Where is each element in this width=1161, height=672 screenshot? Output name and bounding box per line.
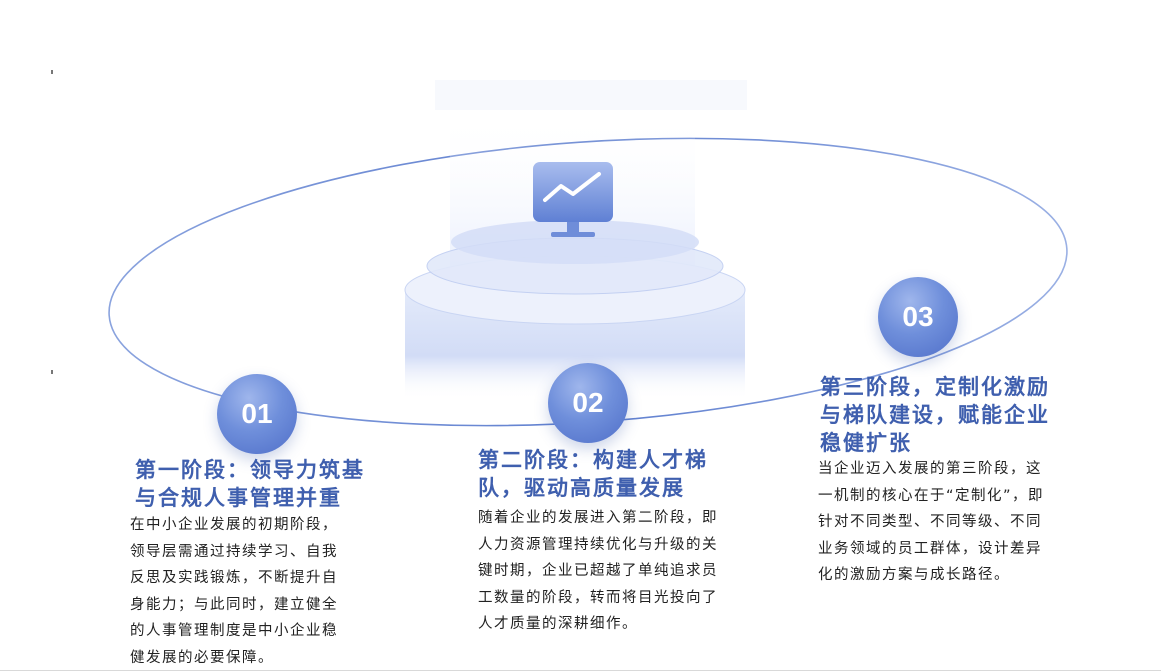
stage-1-title-line-2: 与合规人事管理并重 [135, 486, 342, 510]
stage-1-body-line-4: 身能力；与此同时，建立健全 [130, 596, 338, 613]
stage-3-body-line-1: 当企业迈入发展的第三阶段，这 [818, 461, 1042, 477]
stage-2-title-line-1: 第二阶段：构建人才梯 [478, 448, 708, 472]
stage-2-body-line-4: 工数量的阶段，转而将目光投向了 [478, 589, 718, 606]
stage-3-title: 第三阶段，定制化激励 与梯队建设，赋能企业 稳健扩张 [820, 373, 1050, 457]
stage-3-body-line-4: 业务领域的员工群体，设计差异 [818, 540, 1042, 557]
stage-3-title-line-2: 与梯队建设，赋能企业 [820, 403, 1050, 427]
stage-2-number-badge: 02 [548, 363, 628, 443]
stage-3-title-line-3: 稳健扩张 [820, 431, 912, 455]
stage-2-body-line-1: 随着企业的发展进入第二阶段，即 [478, 510, 718, 526]
edge-tick [51, 70, 53, 74]
stage-1-title-line-1: 第一阶段：领导力筑基 [135, 458, 365, 482]
stage-2-title-line-2: 队，驱动高质量发展 [478, 476, 685, 500]
stage-1-description: 在中小企业发展的初期阶段， 领导层需通过持续学习、自我 反思及实践锻炼，不断提升… [130, 512, 338, 671]
pedestal-illustration [404, 80, 747, 400]
stage-1-body-line-3: 反思及实践锻炼，不断提升自 [130, 570, 338, 586]
edge-tick [51, 370, 53, 374]
stage-3-number-badge: 03 [878, 277, 958, 357]
stage-1-body-line-2: 领导层需通过持续学习、自我 [130, 543, 338, 560]
stage-3-body-line-5: 化的激励方案与成长路径。 [818, 567, 1010, 583]
monitor-trend-chart-icon [533, 162, 613, 237]
stage-3-title-line-1: 第三阶段，定制化激励 [820, 375, 1050, 399]
bottom-divider [0, 670, 1161, 671]
stage-2-body-line-2: 人力资源管理持续优化与升级的关 [478, 536, 718, 553]
stage-2-body-line-5: 人才质量的深耕细作。 [478, 616, 638, 632]
stage-1-number-badge: 01 [217, 374, 297, 454]
stage-1-title: 第一阶段：领导力筑基 与合规人事管理并重 [135, 456, 365, 512]
stage-1-body-line-6: 健发展的必要保障。 [130, 649, 274, 666]
stage-1-body-line-1: 在中小企业发展的初期阶段， [130, 517, 338, 533]
stage-2-body-line-3: 键时期，企业已超越了单纯追求员 [478, 563, 718, 579]
stage-3-body-line-3: 针对不同类型、不同等级、不同 [818, 514, 1042, 530]
stage-3-description: 当企业迈入发展的第三阶段，这 一机制的核心在于“定制化”，即 针对不同类型、不同… [818, 456, 1044, 589]
stage-1-body-line-5: 的人事管理制度是中小企业稳 [130, 623, 338, 639]
stage-3-body-line-2: 一机制的核心在于“定制化”，即 [818, 487, 1045, 504]
stage-2-description: 随着企业的发展进入第二阶段，即 人力资源管理持续优化与升级的关 键时期，企业已超… [478, 505, 718, 638]
stage-2-title: 第二阶段：构建人才梯 队，驱动高质量发展 [478, 446, 708, 502]
